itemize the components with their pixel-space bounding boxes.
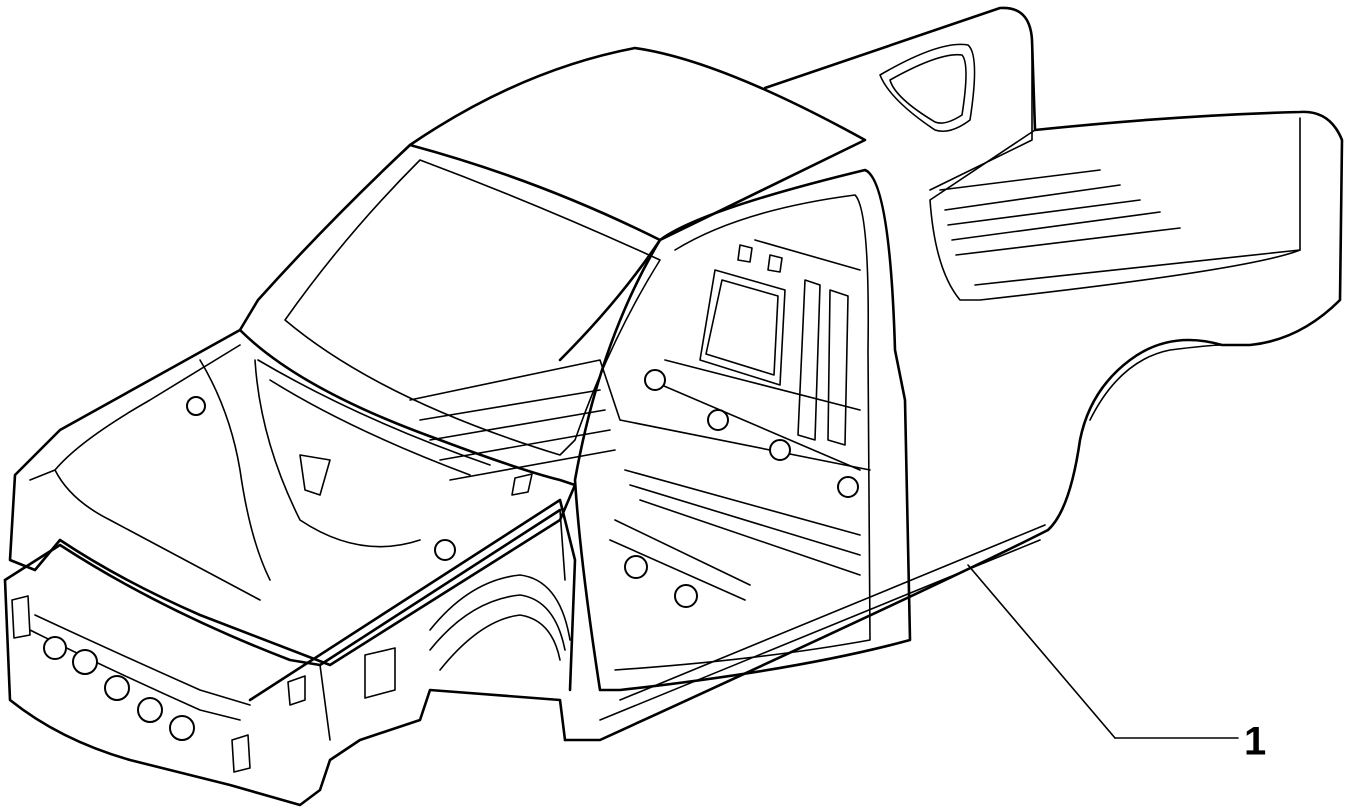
body-holes [11,244,859,773]
callout-label: 1 [1244,720,1266,764]
callout-1: 1 [967,564,1266,764]
body-outline [3,6,1344,807]
callout-leader-line [967,564,1116,739]
